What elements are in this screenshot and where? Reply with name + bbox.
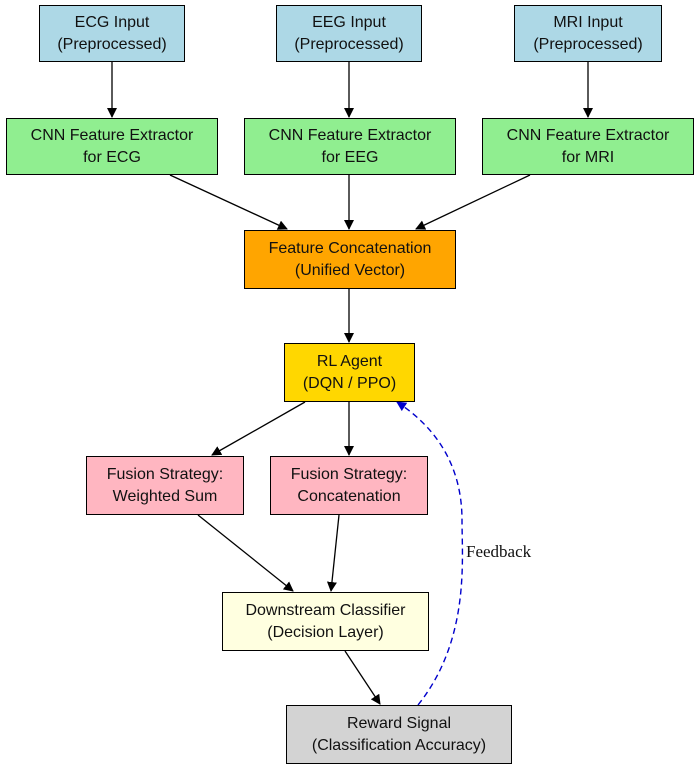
node-sublabel: for EEG <box>321 148 379 166</box>
node-cnn-eeg: CNN Feature Extractor for EEG <box>244 118 456 175</box>
node-fusion-concatenation: Fusion Strategy: Concatenation <box>270 456 428 515</box>
edge-classifier-to-reward <box>344 650 381 705</box>
feedback-edge-label: Feedback <box>466 542 532 561</box>
node-cnn-ecg: CNN Feature Extractor for ECG <box>6 118 218 175</box>
node-sublabel: (DQN / PPO) <box>302 374 397 392</box>
node-sublabel: (Classification Accuracy) <box>311 736 487 754</box>
edge-fusion-concat-to-classifier <box>326 514 340 592</box>
node-sublabel: (Decision Layer) <box>267 623 384 641</box>
node-sublabel: Weighted Sum <box>112 487 218 505</box>
node-label: EEG Input <box>312 13 386 31</box>
node-downstream-classifier: Downstream Classifier (Decision Layer) <box>222 592 429 651</box>
node-sublabel: (Preprocessed) <box>57 35 167 53</box>
node-label: Fusion Strategy: <box>106 465 224 483</box>
node-ecg-input: ECG Input (Preprocessed) <box>39 5 185 62</box>
node-label: ECG Input <box>74 13 150 31</box>
node-sublabel: (Preprocessed) <box>533 35 643 53</box>
node-cnn-mri: CNN Feature Extractor for MRI <box>482 118 694 175</box>
node-label: CNN Feature Extractor <box>268 126 432 144</box>
node-fusion-weighted-sum: Fusion Strategy: Weighted Sum <box>86 456 244 515</box>
node-label: Downstream Classifier <box>245 601 406 619</box>
edge-feedback-reward-to-agent <box>396 401 464 706</box>
node-label: Fusion Strategy: <box>290 465 408 483</box>
node-sublabel: (Preprocessed) <box>294 35 404 53</box>
node-label: CNN Feature Extractor <box>506 126 670 144</box>
node-label: Reward Signal <box>346 714 452 732</box>
node-sublabel: Concatenation <box>297 487 401 505</box>
node-reward-signal: Reward Signal (Classification Accuracy) <box>286 705 512 764</box>
node-label: RL Agent <box>316 352 383 370</box>
edge-cnn-mri-to-concat <box>415 174 531 230</box>
edge-fusion-weighted-to-classifier <box>197 514 294 592</box>
node-label: Feature Concatenation <box>268 239 432 257</box>
node-mri-input: MRI Input (Preprocessed) <box>514 5 662 62</box>
edge-cnn-ecg-to-concat <box>169 174 288 230</box>
node-sublabel: (Unified Vector) <box>294 261 406 279</box>
node-label: CNN Feature Extractor <box>30 126 194 144</box>
node-sublabel: for ECG <box>83 148 141 166</box>
node-sublabel: for MRI <box>561 148 615 166</box>
node-eeg-input: EEG Input (Preprocessed) <box>276 5 422 62</box>
node-label: MRI Input <box>553 13 623 31</box>
node-rl-agent: RL Agent (DQN / PPO) <box>284 343 415 402</box>
node-feature-concatenation: Feature Concatenation (Unified Vector) <box>244 230 456 289</box>
edge-agent-to-fusion-weighted <box>211 401 306 456</box>
